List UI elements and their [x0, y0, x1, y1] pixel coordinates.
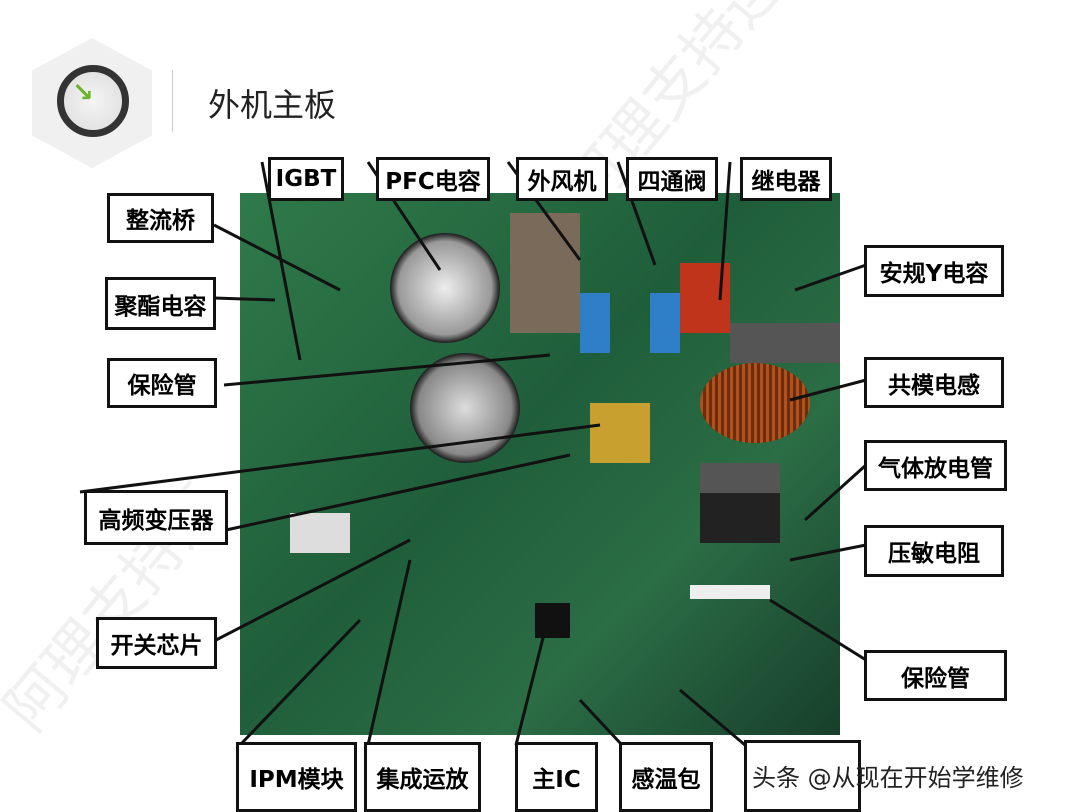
label-switch-chip: 开关芯片 [96, 617, 217, 669]
pfc-capacitor [390, 233, 500, 343]
filter-module [730, 323, 840, 363]
label-igbt: IGBT [268, 157, 344, 201]
common-mode-choke [700, 363, 810, 443]
label-fuse-right: 保险管 [864, 650, 1007, 701]
label-varistor: 压敏电阻 [864, 525, 1004, 577]
main-ic [535, 603, 570, 638]
label-fuse-left: 保险管 [107, 358, 217, 408]
label-outdoor-fan: 外风机 [516, 157, 608, 201]
fan-relay [510, 213, 580, 333]
label-ipm-module: IPM模块 [236, 742, 357, 812]
label-relay: 继电器 [740, 157, 832, 201]
label-y-capacitor: 安规Y电容 [864, 245, 1004, 297]
label-polyester-capacitor: 聚酯电容 [105, 277, 216, 330]
divider [172, 70, 173, 132]
label-rectifier-bridge: 整流桥 [107, 193, 214, 243]
capacitor [410, 353, 520, 463]
ipm-module [290, 513, 350, 553]
label-common-mode-choke: 共模电感 [864, 357, 1004, 408]
blue-relay [580, 293, 610, 353]
arrow-down-right-icon: ↘ [72, 78, 94, 108]
label-main-ic: 主IC [515, 742, 598, 812]
label-gas-discharge-tube: 气体放电管 [864, 440, 1007, 491]
label-pfc-capacitor: PFC电容 [376, 157, 490, 201]
label-hf-transformer: 高频变压器 [84, 490, 228, 545]
pcb-photo [240, 193, 840, 735]
blue-relay [650, 293, 680, 353]
label-op-amp: 集成运放 [364, 742, 481, 812]
page-title: 外机主板 [208, 86, 337, 124]
arrow-button-ring [57, 65, 129, 137]
fuse [690, 585, 770, 599]
varistor [700, 493, 780, 543]
label-four-way-valve: 四通阀 [626, 157, 718, 201]
source-watermark: 头条 @从现在开始学维修 [752, 764, 1024, 792]
transformer [590, 403, 650, 463]
label-temp-sensor: 感温包 [619, 742, 713, 812]
